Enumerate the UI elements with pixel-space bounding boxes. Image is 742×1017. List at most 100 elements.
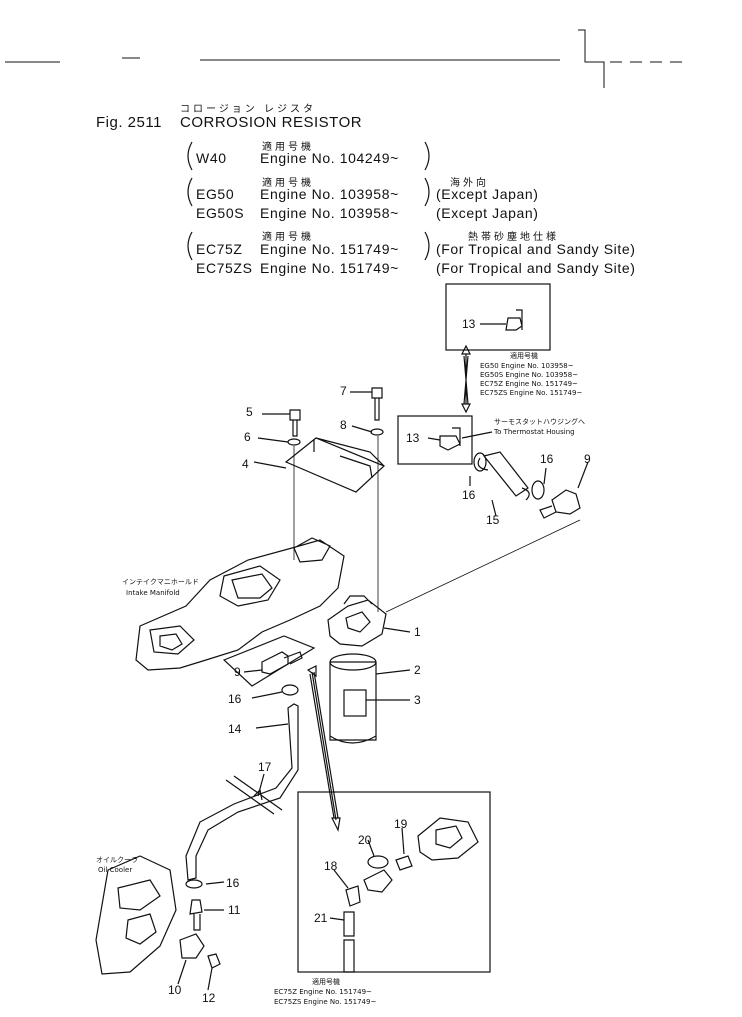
- part-20-washer: [367, 855, 389, 869]
- callout-12: 12: [202, 991, 216, 1005]
- callout-1: 1: [414, 625, 421, 639]
- leader: [469, 461, 589, 517]
- applicability-note-jp: 熱帯砂塵地仕様: [468, 232, 559, 243]
- part-13-elbow: [505, 309, 523, 331]
- part-21-fitting: [343, 911, 355, 937]
- oil-cooler-jp: オイルクーラ: [96, 856, 138, 864]
- part-16-clamp: [531, 480, 545, 500]
- part-2-filter-bottom: [329, 735, 377, 744]
- callout-13: 13: [406, 431, 420, 445]
- leader: [257, 773, 265, 797]
- part-17-clip: [225, 775, 283, 815]
- leader: [255, 723, 289, 729]
- callout-4: 4: [242, 457, 249, 471]
- callout-2: 2: [414, 663, 421, 677]
- figure-number: Fig. 2511: [96, 114, 162, 131]
- callout-11: 11: [228, 903, 241, 917]
- inset-bottom-note-line: EC75ZS Engine No. 151749~: [274, 998, 377, 1006]
- callout-9: 9: [234, 665, 241, 679]
- leader: [367, 839, 375, 857]
- leader: [461, 431, 493, 439]
- leader: [401, 827, 405, 855]
- oil-cooler-label: Oil Cooler: [98, 866, 133, 874]
- inset-top-note-line: EC75Z Engine No. 151749~: [480, 380, 578, 388]
- guide-line: [293, 436, 379, 612]
- part-6-washer: [287, 438, 301, 446]
- inset-top-note-line: EG50 Engine No. 103958~: [480, 362, 574, 370]
- inset-box-middle: [397, 415, 473, 465]
- callout-16: 16: [228, 692, 242, 706]
- applicability-engine: Engine No. 104249~: [260, 150, 399, 166]
- callout-13: 13: [462, 317, 476, 331]
- inset-top-note-jp: 適用号機: [510, 352, 538, 360]
- part-4-bracket: [284, 437, 386, 493]
- leader: [207, 967, 213, 991]
- applicability-engine: Engine No. 103958~: [260, 186, 399, 202]
- part-9-nipple: [539, 489, 581, 519]
- part-13-elbow: [439, 427, 461, 451]
- bracket: [187, 231, 430, 261]
- callout-8: 8: [340, 418, 347, 432]
- inset-top-note-line: EC75ZS Engine No. 151749~: [480, 389, 583, 397]
- part-1-housing-inset: [417, 817, 479, 861]
- applicability-engine: Engine No. 103958~: [260, 205, 399, 221]
- leader: [351, 425, 373, 433]
- inset-box-bottom: [297, 791, 491, 973]
- part-16-clamp: [473, 452, 487, 472]
- part-20-valve: [363, 869, 393, 893]
- leader: [329, 917, 345, 921]
- applicability-note: (For Tropical and Sandy Site): [436, 260, 636, 276]
- applicability-engine: Engine No. 151749~: [260, 241, 399, 257]
- intake-manifold-jp: インテイクマニホールド: [122, 578, 199, 586]
- thermostat-jp: サーモスタットハウジングへ: [494, 418, 585, 426]
- inset-bottom-note-jp: 適用号機: [312, 978, 340, 986]
- part-16-clamp: [281, 684, 299, 696]
- applicability-model: EC75Z: [196, 241, 243, 257]
- part-3-label: [343, 689, 367, 717]
- leader: [177, 959, 187, 985]
- callout-14: 14: [228, 722, 242, 736]
- callout-5: 5: [246, 405, 253, 419]
- applicability-note: (Except Japan): [436, 186, 539, 202]
- part-1-housing: [327, 595, 387, 647]
- callout-18: 18: [324, 859, 338, 873]
- part-2-filter-top: [329, 653, 377, 671]
- bracket: [187, 177, 430, 207]
- applicability-model: EG50: [196, 186, 235, 202]
- applicability-engine: Engine No. 151749~: [260, 260, 399, 276]
- part-12-plug: [207, 953, 221, 969]
- figure-title-jp: コロージョン レジスタ: [180, 104, 316, 115]
- inset-box-top: [445, 283, 551, 351]
- callout-19: 19: [394, 817, 408, 831]
- part-14-hose: [185, 703, 299, 881]
- callout-16: 16: [462, 488, 476, 502]
- double-arrow: [461, 344, 471, 414]
- applicability-note-jp: 海外向: [450, 178, 489, 189]
- part-16-clamp: [185, 879, 203, 889]
- part-8-washer: [370, 428, 384, 436]
- applicability-model: EG50S: [196, 205, 245, 221]
- scan-mark: [5, 29, 605, 88]
- leader: [366, 669, 411, 701]
- inset-outline: [222, 635, 316, 687]
- inset-top-note-line: EG50S Engine No. 103958~: [480, 371, 579, 379]
- part-9-nipple: [261, 651, 303, 675]
- callout-17: 17: [258, 760, 272, 774]
- callout-6: 6: [244, 430, 251, 444]
- inset-bottom-note-line: EC75Z Engine No. 151749~: [274, 988, 372, 996]
- callout-16: 16: [540, 452, 554, 466]
- leader: [427, 437, 441, 441]
- part-7-bolt: [371, 387, 383, 421]
- callout-21: 21: [314, 911, 328, 925]
- intake-manifold-label: Intake Manifold: [126, 589, 180, 597]
- part-11-fitting: [189, 899, 203, 931]
- part-10-block: [179, 933, 205, 959]
- hose-segment: [343, 939, 355, 973]
- leader: [251, 691, 283, 699]
- callout-15: 15: [486, 513, 500, 527]
- applicability-jp: 適用号機: [262, 178, 314, 189]
- leader: [243, 669, 263, 673]
- thermostat-label: To Thermostat Housing: [494, 428, 575, 436]
- applicability-model: W40: [196, 150, 227, 166]
- applicability-note: (Except Japan): [436, 205, 539, 221]
